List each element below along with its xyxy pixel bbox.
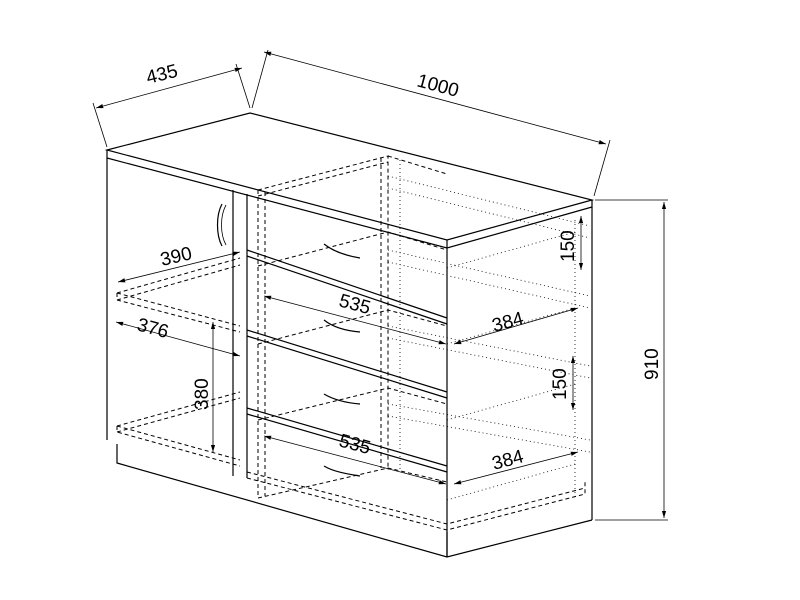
- drawer-width-upper-label: 535: [337, 291, 373, 319]
- dimension-drawer-lower: 150: [550, 356, 576, 410]
- dimension-width: 1000: [251, 49, 611, 197]
- dimension-shelf-upper: 390: [117, 243, 241, 283]
- door-handle: [216, 203, 223, 247]
- shelf-spacing-label: 380: [192, 378, 213, 410]
- left-shelves: [116, 257, 241, 467]
- dimension-drawer-depth-upper: 384: [453, 307, 579, 345]
- width-label: 1000: [415, 71, 461, 102]
- height-label: 910: [642, 348, 663, 380]
- dimension-shelf-spacing: 380: [192, 322, 216, 452]
- dimension-drawer-width-upper: 535: [263, 291, 447, 345]
- depth-label: 435: [144, 61, 180, 89]
- shelf-depth-upper-label: 390: [158, 243, 194, 271]
- drawer-width-lower-label: 535: [337, 431, 373, 459]
- drawer-height-lower-label: 150: [550, 368, 571, 400]
- dimension-depth: 435: [92, 61, 251, 148]
- cabinet-body: [106, 158, 593, 558]
- dimension-height: 910: [595, 199, 668, 521]
- dimension-drawer-top: 150: [558, 216, 584, 270]
- drawer-height-top-label: 150: [558, 230, 579, 262]
- side-dotted-detail: [387, 160, 591, 501]
- drawer-depth-lower-label: 384: [490, 446, 526, 475]
- dimension-drawer-depth-lower: 384: [453, 446, 579, 485]
- bottom-floor: [246, 471, 586, 531]
- drawer-depth-upper-label: 384: [490, 308, 526, 337]
- countertop: [104, 112, 595, 249]
- shelf-depth-lower-label: 376: [135, 315, 171, 343]
